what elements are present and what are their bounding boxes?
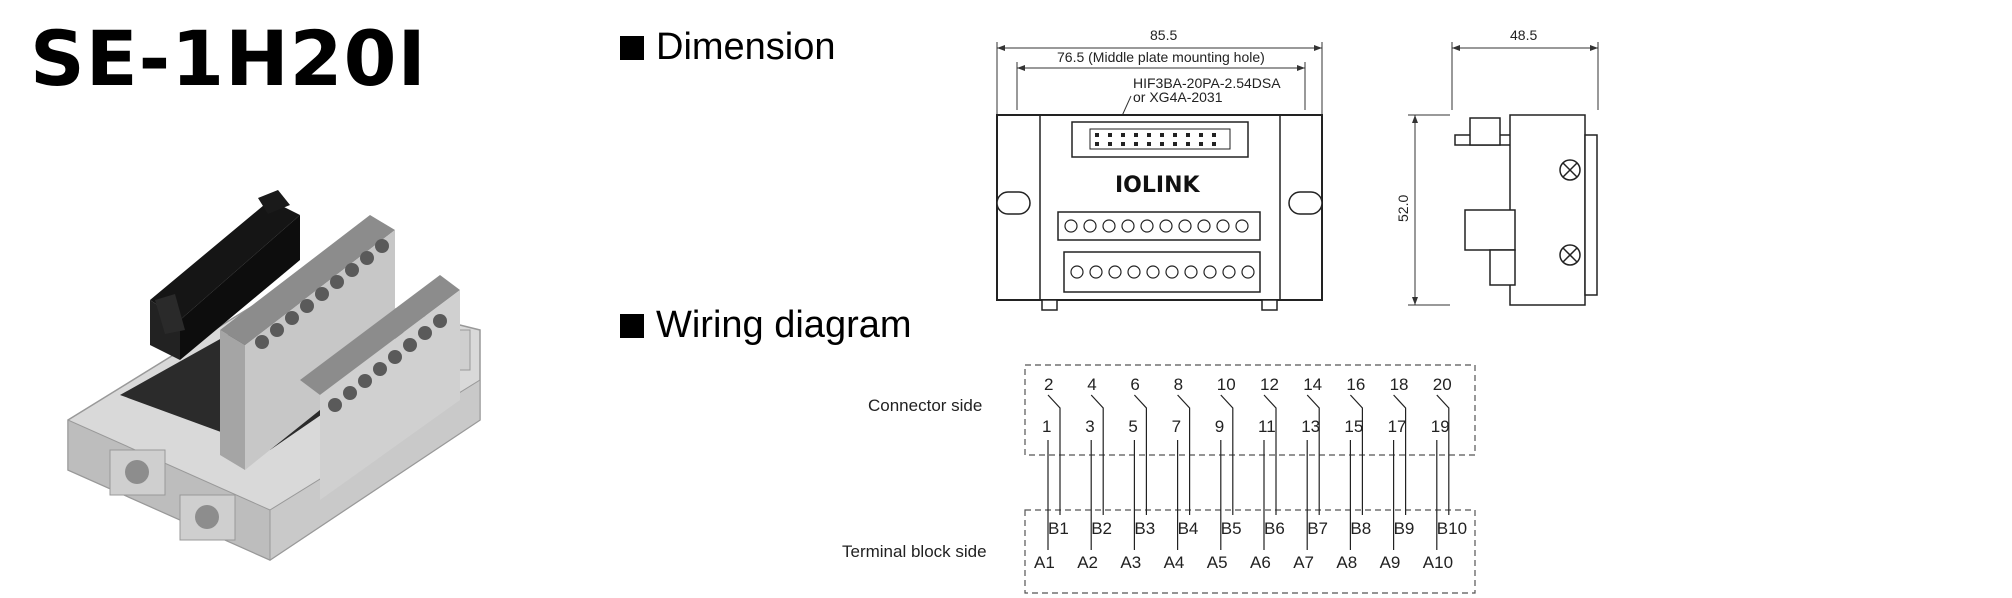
- connector-part-label: HIF3BA-20PA-2.54DSA: [1133, 75, 1281, 91]
- terminal-b-label: B2: [1091, 519, 1112, 538]
- height-label: 52.0: [1395, 195, 1411, 222]
- square-bullet-icon: [620, 313, 644, 338]
- terminal-b-label: B9: [1394, 519, 1415, 538]
- connector-alt-label: or XG4A-2031: [1133, 89, 1223, 105]
- terminal-a-label: A1: [1034, 553, 1055, 572]
- terminal-b-label: B1: [1048, 519, 1069, 538]
- terminal-b-label: B8: [1350, 519, 1371, 538]
- terminal-a-label: A3: [1120, 553, 1141, 572]
- connector-pin-even-label: 2: [1044, 375, 1053, 394]
- terminal-a-label: A9: [1380, 553, 1401, 572]
- terminal-a-label: A6: [1250, 553, 1271, 572]
- terminal-b-label: B10: [1437, 519, 1467, 538]
- connector-side-label: Connector side: [868, 396, 983, 415]
- connector-pin-odd-label: 9: [1215, 417, 1224, 436]
- connector-pin-odd-label: 17: [1388, 417, 1407, 436]
- connector-pin-odd-label: 11: [1258, 417, 1276, 436]
- wire-b: [1436, 394, 1450, 515]
- connector-pin-odd-label: 15: [1344, 417, 1363, 436]
- wire-b: [1220, 394, 1234, 515]
- connector-pin-even-label: 12: [1260, 375, 1279, 394]
- wire-b: [1393, 394, 1407, 515]
- connector-pin-odd-label: 19: [1431, 417, 1450, 436]
- connector-pin-odd-label: 3: [1085, 417, 1094, 436]
- dimension-heading: Dimension: [620, 26, 836, 69]
- connector-pin-even-label: 18: [1390, 375, 1409, 394]
- terminal-b-label: B4: [1178, 519, 1199, 538]
- terminal-b-label: B7: [1307, 519, 1328, 538]
- connector-pin-even-label: 8: [1174, 375, 1183, 394]
- terminal-side-label: Terminal block side: [842, 542, 987, 561]
- connector-pin-even-label: 16: [1346, 375, 1365, 394]
- terminal-a-label: A8: [1336, 553, 1357, 572]
- brand-logo: IOLINK: [1115, 173, 1201, 198]
- connector-pin-even-label: 6: [1130, 375, 1139, 394]
- connector-pin-odd-label: 1: [1042, 417, 1051, 436]
- terminal-a-label: A5: [1207, 553, 1228, 572]
- overall-width-label: 85.5: [1150, 27, 1177, 43]
- terminal-a-label: A4: [1164, 553, 1185, 572]
- wire-b: [1177, 394, 1191, 515]
- square-bullet-icon: [620, 35, 644, 60]
- connector-pin-even-label: 14: [1303, 375, 1322, 394]
- product-title: SE-1H20I: [30, 14, 427, 103]
- connector-pin-odd-label: 7: [1172, 417, 1181, 436]
- connector-pin-even-label: 10: [1217, 375, 1236, 394]
- connector-pin-odd-label: 13: [1301, 417, 1320, 436]
- terminal-b-label: B3: [1134, 519, 1155, 538]
- dimension-heading-label: Dimension: [656, 26, 836, 68]
- side-width-label: 48.5: [1510, 27, 1537, 43]
- wire-b: [1047, 394, 1061, 515]
- connector-pin-even-label: 4: [1087, 375, 1096, 394]
- connector-pin-even-label: 20: [1433, 375, 1452, 394]
- hole-pitch-label: 76.5 (Middle plate mounting hole): [1057, 49, 1265, 65]
- wire-b: [1263, 394, 1277, 515]
- wiring-heading: Wiring diagram: [620, 304, 912, 347]
- terminal-b-label: B5: [1221, 519, 1242, 538]
- connector-pin-odd-label: 5: [1128, 417, 1137, 436]
- terminal-a-label: A10: [1423, 553, 1453, 572]
- wiring-heading-label: Wiring diagram: [656, 304, 912, 346]
- terminal-a-label: A7: [1293, 553, 1314, 572]
- terminal-a-label: A2: [1077, 553, 1098, 572]
- wire-b: [1133, 394, 1148, 515]
- wire-b: [1090, 394, 1104, 515]
- wire-b: [1306, 394, 1320, 515]
- wire-b: [1349, 394, 1364, 515]
- terminal-b-label: B6: [1264, 519, 1285, 538]
